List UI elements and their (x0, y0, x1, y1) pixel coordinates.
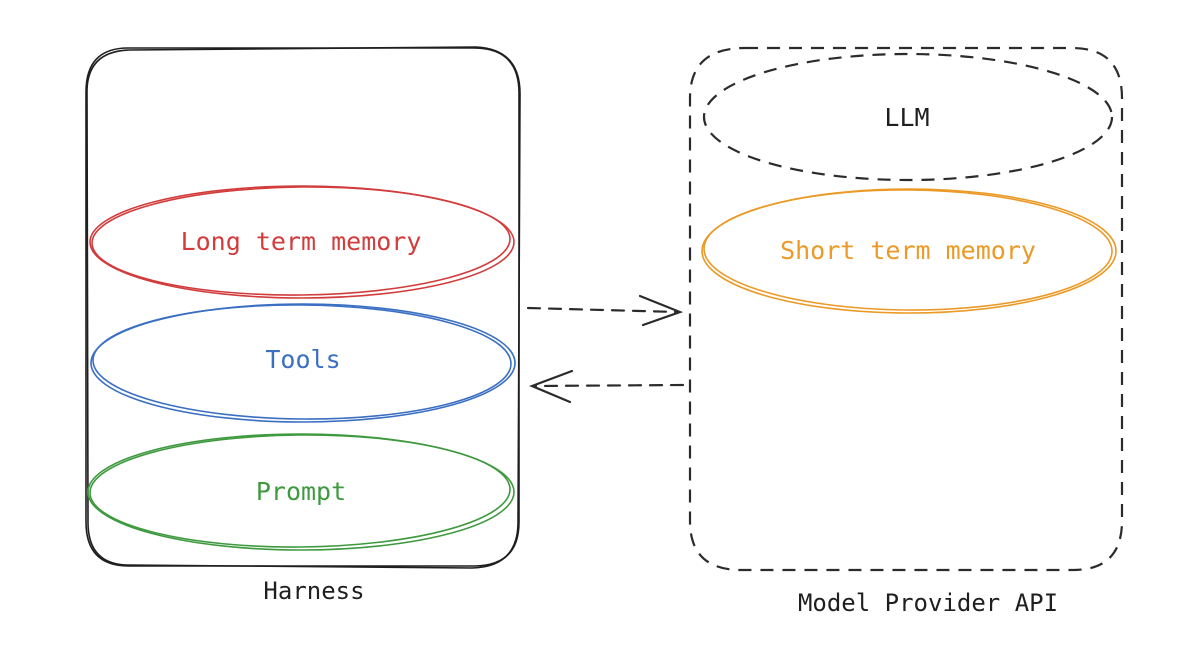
provider-box (688, 46, 1124, 572)
short-term-memory-ellipse (701, 188, 1117, 314)
harness-box (85, 46, 521, 569)
llm-ellipse (702, 52, 1114, 182)
request-arrow (526, 294, 684, 327)
tools-ellipse (90, 303, 516, 423)
tools-label: Tools (265, 345, 340, 374)
provider-caption: Model Provider API (798, 589, 1058, 617)
response-arrow (529, 369, 685, 404)
short-term-memory-label: Short term memory (780, 236, 1036, 265)
prompt-ellipse (87, 433, 515, 551)
long-term-memory-label: Long term memory (181, 227, 422, 256)
harness-caption: Harness (263, 577, 364, 605)
long-term-memory-ellipse (89, 185, 515, 299)
prompt-label: Prompt (256, 477, 346, 506)
llm-label: LLM (884, 103, 929, 132)
